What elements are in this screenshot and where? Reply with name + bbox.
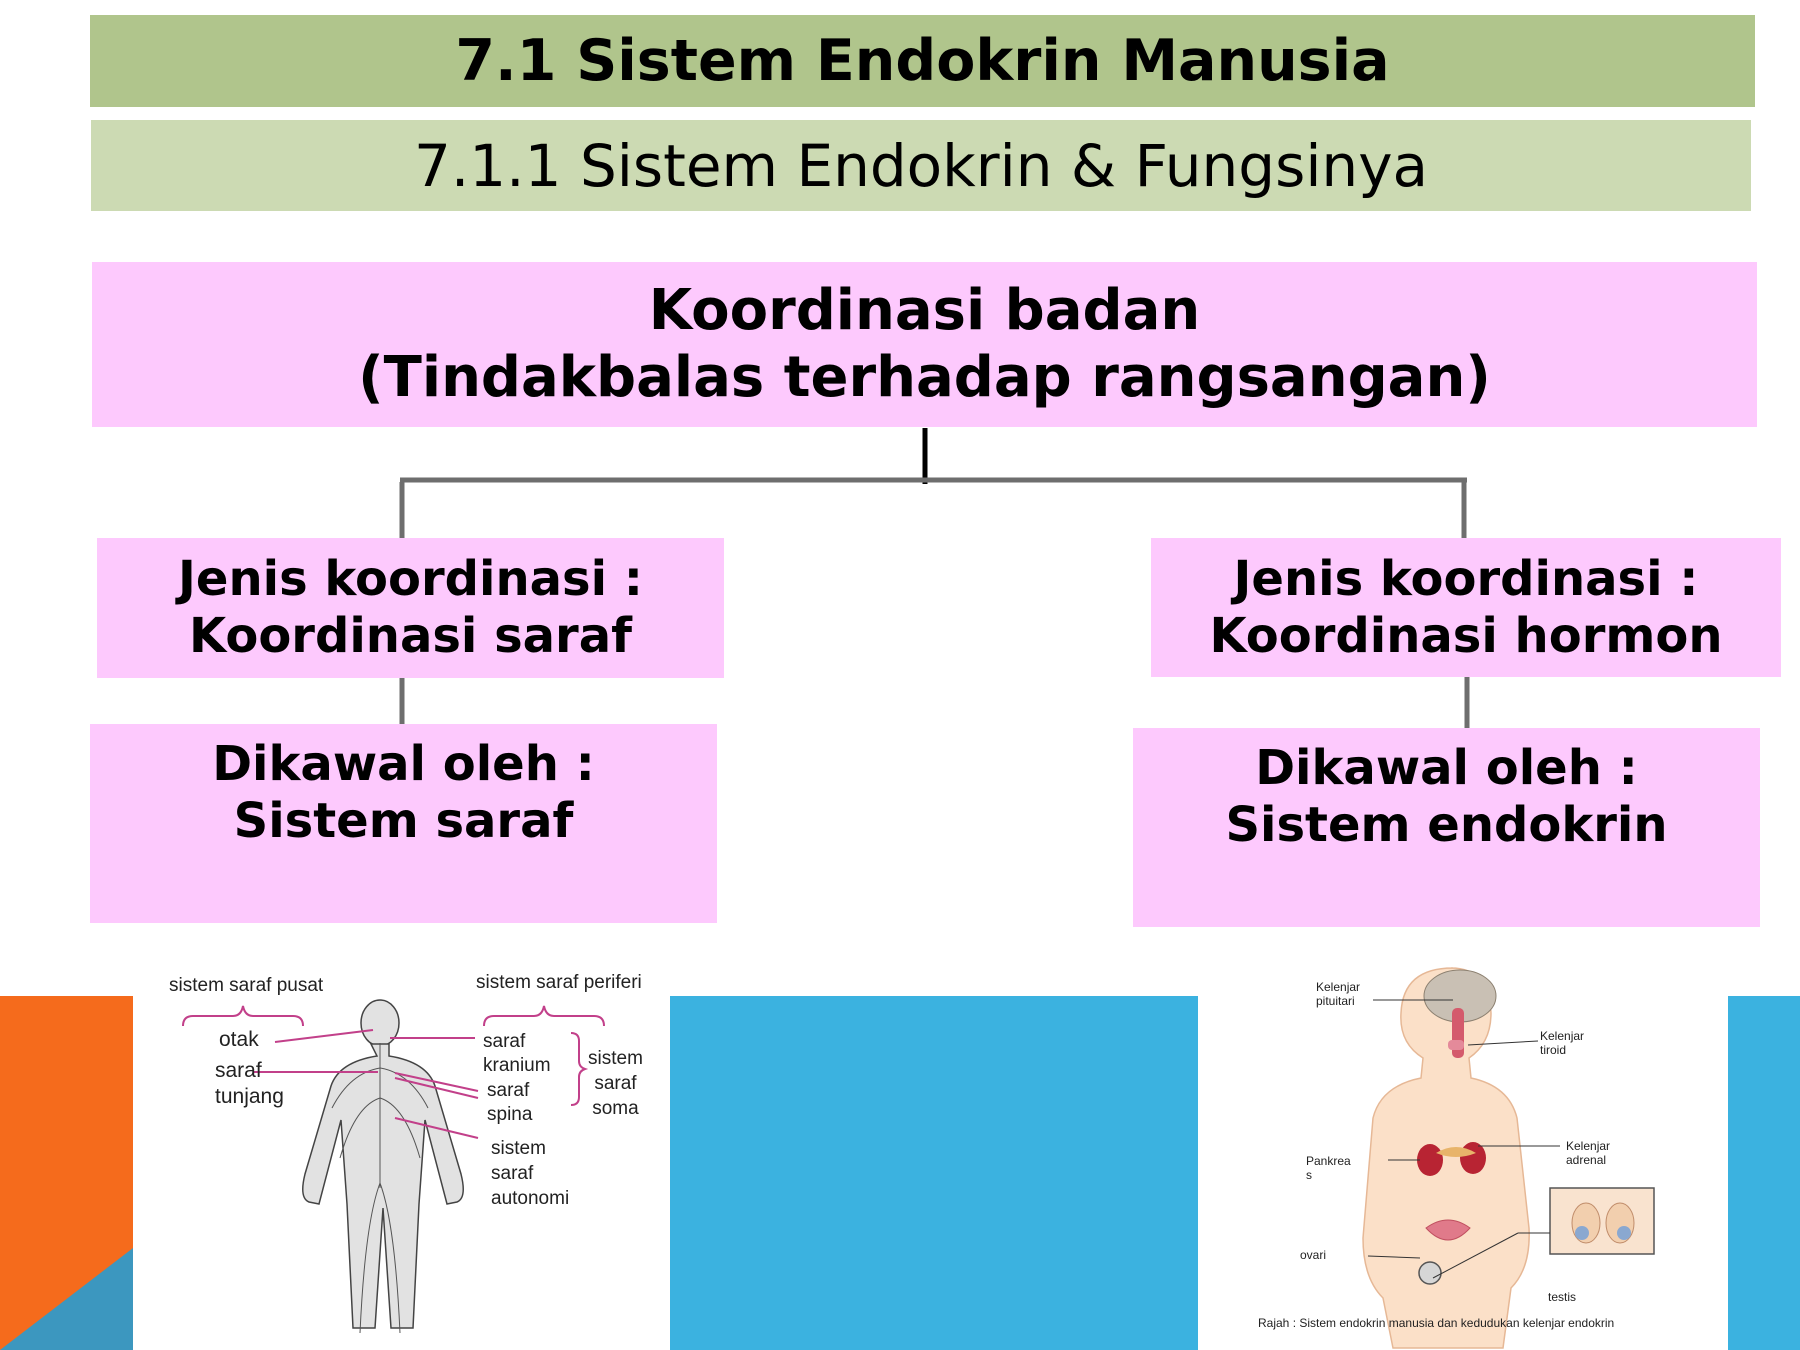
label-spinal-nerve-2: spina xyxy=(487,1104,533,1125)
box-hormonal-coordination: Jenis koordinasi : Koordinasi hormon xyxy=(1151,538,1781,677)
label-somatic-1: sistem xyxy=(588,1048,643,1069)
label-spinal-nerve-1: saraf xyxy=(487,1080,530,1101)
right-control-line1: Dikawal oleh : xyxy=(1255,740,1638,796)
right-type-line1: Jenis koordinasi : xyxy=(1233,550,1699,607)
label-central-nervous-system: sistem saraf pusat xyxy=(169,975,324,996)
right-control-line2: Sistem endokrin xyxy=(1225,796,1668,853)
kidney-right-shape xyxy=(1460,1142,1486,1174)
label-cranial-nerve-2: kranium xyxy=(483,1055,551,1076)
pancreas-shape xyxy=(1436,1147,1476,1157)
label-cranial-nerve: saraf kranium xyxy=(483,1030,551,1078)
ovary-circle-shape xyxy=(1418,1261,1442,1285)
thyroid-shape xyxy=(1448,1040,1464,1050)
decor-blue-block xyxy=(668,996,1200,1350)
slide-subtitle: 7.1.1 Sistem Endokrin & Fungsinya xyxy=(91,120,1751,211)
female-body-figure xyxy=(1362,967,1530,1349)
box-nervous-system-control: Dikawal oleh : Sistem saraf xyxy=(90,724,717,923)
label-brain: otak xyxy=(219,1028,259,1051)
box-nervous-coordination: Jenis koordinasi : Koordinasi saraf xyxy=(97,538,724,678)
label-spinal-nerve: saraf spina xyxy=(487,1079,532,1127)
label-pancreas-1: Pankrea xyxy=(1306,1154,1351,1168)
label-adrenal-2: adrenal xyxy=(1566,1153,1607,1167)
label-autonomic-nervous-system: sistem saraf autonomi xyxy=(491,1136,569,1211)
endocrine-system-diagram: Kelenjar pituitari Kelenjar tiroid Pankr… xyxy=(1198,948,1728,1350)
left-type-line1: Jenis koordinasi : xyxy=(178,551,643,608)
human-body-figure xyxy=(302,999,464,1329)
label-autonomic-1: sistem xyxy=(491,1138,546,1159)
label-cranial-nerve-1: saraf xyxy=(483,1031,526,1052)
label-ovary: ovari xyxy=(1300,1248,1327,1262)
label-pancreas-2: s xyxy=(1306,1168,1312,1182)
label-adrenal-1: Kelenjar xyxy=(1566,1139,1611,1153)
decor-blue-block-right xyxy=(1728,996,1800,1350)
label-somatic-2: saraf xyxy=(594,1073,637,1094)
left-control-line2: Sistem saraf xyxy=(233,792,574,849)
root-line1: Koordinasi badan xyxy=(648,278,1201,344)
label-thyroid-1: Kelenjar xyxy=(1540,1029,1585,1043)
box-endocrine-system-control: Dikawal oleh : Sistem endokrin xyxy=(1133,728,1760,927)
label-autonomic-2: saraf xyxy=(491,1163,534,1184)
nervous-system-diagram: sistem saraf pusat sistem saraf periferi… xyxy=(133,948,670,1350)
uterus-shape xyxy=(1425,1219,1471,1241)
left-control-line1: Dikawal oleh : xyxy=(212,736,595,792)
label-pituitary-1: Kelenjar xyxy=(1316,980,1361,994)
label-autonomic-3: autonomi xyxy=(491,1188,570,1209)
root-line2: (Tindakbalas terhadap rangsangan) xyxy=(358,344,1491,410)
left-type-line2: Koordinasi saraf xyxy=(189,608,632,664)
slide-title: 7.1 Sistem Endokrin Manusia xyxy=(90,15,1755,107)
nervous-diagram-lines xyxy=(182,999,605,1334)
brace-central xyxy=(182,1005,304,1027)
pituitary-throat-shape xyxy=(1452,1008,1464,1058)
testis-inset xyxy=(1549,1187,1655,1255)
label-spinal-cord-2: tunjang xyxy=(215,1085,284,1108)
label-pituitary-2: pituitari xyxy=(1316,994,1355,1008)
right-type-line2: Koordinasi hormon xyxy=(1209,607,1723,664)
diagram-caption: Rajah : Sistem endokrin manusia dan kedu… xyxy=(1258,1316,1615,1330)
brace-somatic xyxy=(570,1032,589,1106)
endocrine-diagram-figure xyxy=(1362,967,1655,1349)
label-thyroid-gland: Kelenjar tiroid xyxy=(1540,1029,1584,1057)
label-spinal-cord-1: saraf xyxy=(215,1059,262,1082)
pointer-lines xyxy=(1367,999,1560,1279)
label-testis: testis xyxy=(1548,1290,1577,1304)
label-thyroid-2: tiroid xyxy=(1540,1043,1567,1057)
root-box-body-coordination: Koordinasi badan (Tindakbalas terhadap r… xyxy=(92,262,1757,427)
label-pituitary-gland: Kelenjar pituitari xyxy=(1316,980,1360,1008)
label-adrenal-gland: Kelenjar adrenal xyxy=(1566,1139,1610,1167)
label-pancreas: Pankrea s xyxy=(1306,1154,1351,1182)
label-spinal-cord: saraf tunjang xyxy=(215,1058,284,1110)
pointer-lines xyxy=(253,1029,479,1139)
label-somatic-3: soma xyxy=(592,1098,639,1119)
brace-peripheral xyxy=(483,1005,605,1027)
kidney-left-shape xyxy=(1417,1144,1443,1176)
label-peripheral-nervous-system: sistem saraf periferi xyxy=(476,972,642,993)
label-somatic-nervous-system: sistem saraf soma xyxy=(588,1046,643,1121)
